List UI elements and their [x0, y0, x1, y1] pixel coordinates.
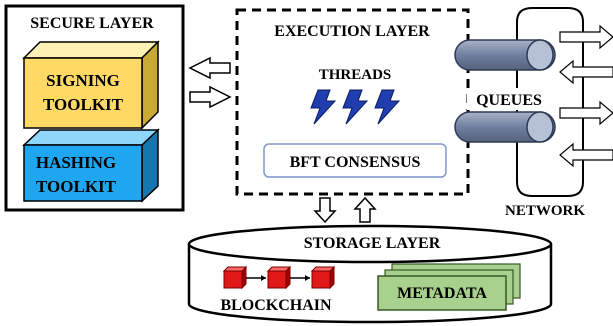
metadata-label: METADATA [397, 285, 487, 302]
down-arrow-icon [313, 197, 337, 224]
bft-consensus-label: BFT CONSENSUS [290, 154, 421, 171]
queues-label-bg [467, 88, 551, 110]
right-arrow-icon [189, 85, 232, 109]
up-arrow-icon [353, 196, 377, 223]
secure-layer: SECURE LAYER SIGNING TOOLKIT HASHING TOO… [4, 4, 185, 212]
network-arrows [559, 24, 613, 168]
execution-layer: EXECUTION LAYER THREADS BFT CONSENSUS [235, 8, 470, 196]
hashing-toolkit-label-2: TOOLKIT [36, 177, 117, 196]
queues-label: QUEUES [476, 92, 542, 109]
threads-label: THREADS [319, 67, 392, 83]
block-icon [222, 265, 248, 290]
storage-cylinder-top [187, 224, 553, 264]
storage-layer-title: STORAGE LAYER [304, 235, 441, 252]
bft-consensus-box [263, 143, 447, 178]
incoming-arrow-icon [559, 142, 613, 168]
incoming-arrow-icon [559, 59, 613, 85]
network-label: NETWORK [505, 203, 585, 219]
secure-layer-title: SECURE LAYER [30, 15, 154, 32]
network: QUEUES NETWORK [454, 7, 613, 219]
metadata-stack [377, 263, 521, 311]
left-arrow-icon [188, 56, 231, 80]
block-icon [310, 265, 336, 290]
blockchain-chain [222, 265, 336, 290]
hashing-toolkit-box: HASHING TOOLKIT [22, 128, 160, 203]
outgoing-arrow-icon [559, 100, 613, 126]
block-icon [266, 265, 292, 290]
lightning-bolt-icon [374, 89, 401, 125]
outgoing-arrow-icon [559, 24, 613, 50]
lightning-bolt-icon [342, 89, 369, 125]
secure-execution-arrows [188, 56, 232, 109]
blockchain-label: BLOCKCHAIN [220, 297, 332, 314]
chain-arrow-icon [261, 275, 266, 281]
storage-layer: STORAGE LAYER BLOCKCHAIN [187, 224, 553, 324]
lightning-bolt-icon [310, 89, 337, 125]
execution-layer-title: EXECUTION LAYER [274, 23, 430, 40]
signing-toolkit-label-1: SIGNING [46, 71, 120, 90]
execution-storage-arrows [313, 196, 377, 224]
queue-bottom [454, 111, 556, 143]
queue-top [454, 39, 556, 71]
hashing-toolkit-label-1: HASHING [36, 153, 116, 172]
signing-toolkit-label-2: TOOLKIT [43, 95, 124, 114]
threads-icons [310, 89, 401, 125]
signing-toolkit-box: SIGNING TOOLKIT [22, 40, 160, 130]
chain-arrow-icon [305, 275, 310, 281]
